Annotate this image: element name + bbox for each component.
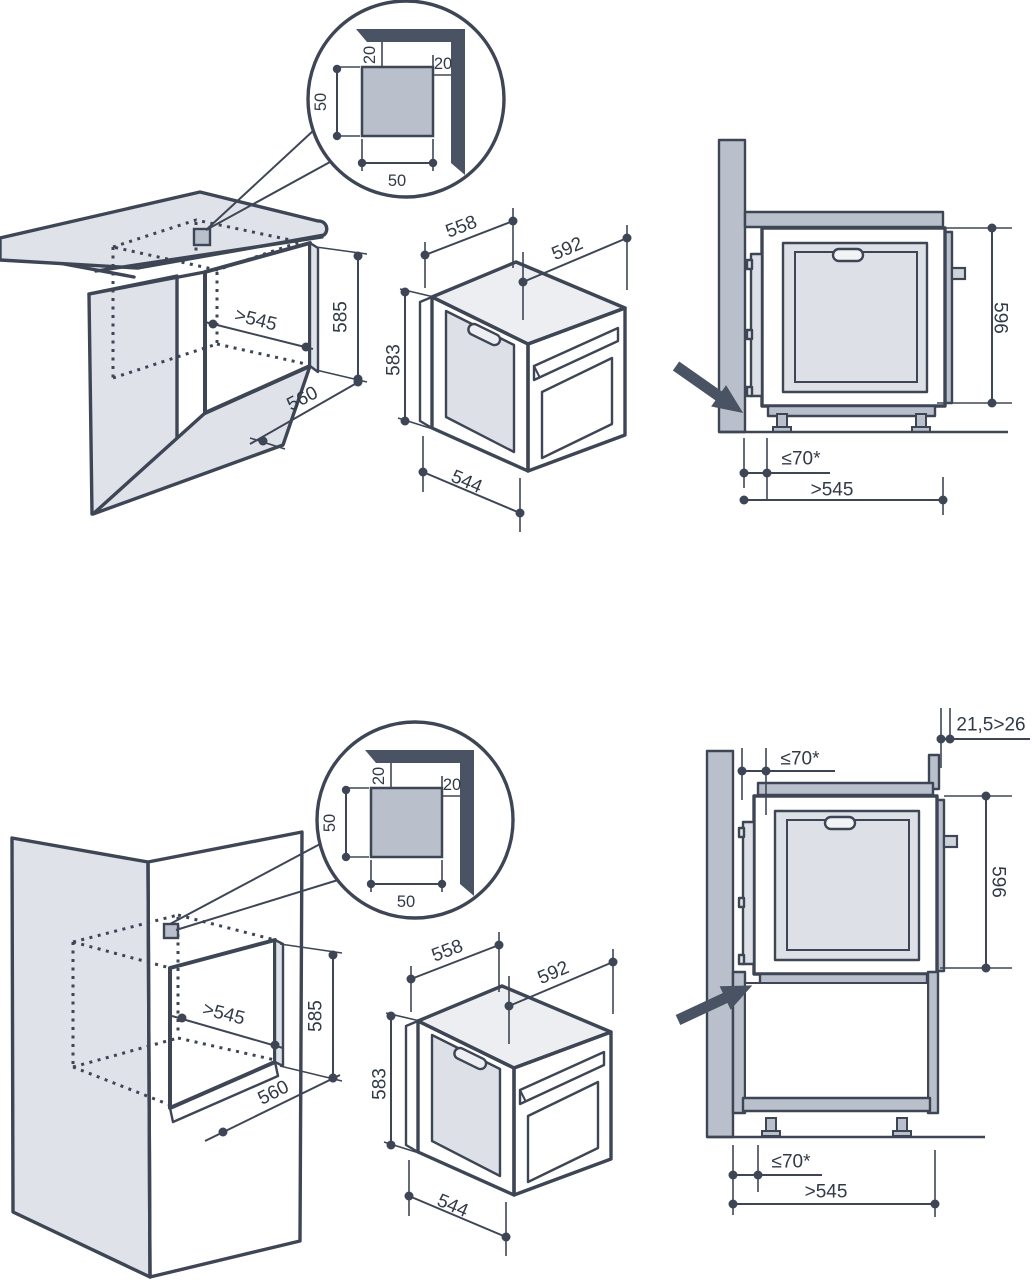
lower-compartment xyxy=(744,982,929,1099)
dim-dot xyxy=(930,1199,940,1209)
dim-dot xyxy=(353,251,363,261)
dim-dot xyxy=(328,950,338,960)
corner-vent-detail-top xyxy=(306,0,506,199)
dim-dot xyxy=(987,398,997,408)
column-niche-view: >545 585 560 xyxy=(10,830,343,1279)
detail-leader-line xyxy=(169,842,323,925)
dim-label-wall-clearance-bottom: ≤70* xyxy=(772,1152,812,1173)
cabinet-bottom-shelf xyxy=(741,1096,932,1113)
dim-label-min-depth: >545 xyxy=(811,480,854,501)
dim-label-rear-clearance: 21,5>26 xyxy=(956,715,1025,736)
dim-label-niche-depth: 560 xyxy=(255,1076,293,1109)
dim-label-wall-clearance-top: ≤70* xyxy=(781,749,821,770)
dim-dot xyxy=(762,468,772,478)
niche-hidden-edge xyxy=(72,1036,179,1069)
oven-isometric-top xyxy=(381,206,634,534)
dim-dot xyxy=(301,342,311,352)
undercounter-niche-view: >545 585 560 xyxy=(0,129,368,516)
dim-dot xyxy=(981,963,991,973)
niche-hidden-top xyxy=(107,218,306,272)
dim-dot xyxy=(328,1073,338,1083)
dim-dot xyxy=(938,495,948,505)
dim-dot xyxy=(258,436,268,446)
undercounter-installation: >545 585 560 xyxy=(0,0,1012,534)
niche-hidden-edge xyxy=(177,913,276,942)
dim-dot xyxy=(270,1040,280,1050)
dim-dot xyxy=(753,1170,763,1180)
cabinet-leg-front xyxy=(761,1117,781,1137)
dim-dot xyxy=(728,1170,738,1180)
worktop-thickness-line xyxy=(94,235,324,273)
dim-label-side-height: 596 xyxy=(989,302,1010,334)
dim-label-wall-clearance: ≤70* xyxy=(782,449,822,470)
dim-dot xyxy=(728,1199,738,1209)
undercounter-side-view: 596 ≤70* >545 xyxy=(668,138,1012,515)
dim-label-niche-height: 585 xyxy=(331,301,352,333)
dim-dot xyxy=(177,1013,187,1023)
dim-dot xyxy=(987,223,997,233)
niche-hidden-edge xyxy=(72,913,179,944)
detail-leader-line xyxy=(205,129,315,231)
dim-dot xyxy=(739,495,749,505)
vent-cutout-marker xyxy=(192,227,212,247)
dim-dot xyxy=(936,734,946,744)
cabinet-top-rail xyxy=(87,270,207,296)
vent-cutout-marker xyxy=(162,922,180,940)
dim-dot xyxy=(739,468,749,478)
wall xyxy=(717,138,747,434)
wall xyxy=(705,749,735,1139)
dim-dot xyxy=(981,791,991,801)
dim-dot xyxy=(945,734,955,744)
worktop xyxy=(743,210,945,229)
column-side-face xyxy=(10,836,152,1279)
cabinet-top-shelf xyxy=(756,781,935,797)
dim-label-niche-height: 585 xyxy=(306,1000,327,1032)
dim-dot xyxy=(737,766,747,776)
niche-hidden-edge xyxy=(72,1065,171,1107)
dim-dot xyxy=(208,319,218,329)
dim-line-niche-width xyxy=(171,1015,284,1049)
dim-line-niche-depth xyxy=(204,1074,341,1142)
cabinet-rear-rail-bottom xyxy=(926,970,940,1115)
oven-side-profile-bottom xyxy=(737,794,959,986)
dim-label-side-height: 596 xyxy=(987,866,1008,898)
niche-hidden-edge xyxy=(112,342,218,380)
cabinet-leg-rear xyxy=(892,1117,912,1137)
dim-line-niche-width xyxy=(204,321,314,350)
dim-dot xyxy=(353,377,363,387)
oven-isometric-bottom xyxy=(367,930,620,1258)
detail-leader-line xyxy=(205,161,331,231)
column-side-view: ≤70* 21,5>26 596 ≤70* xyxy=(672,708,1030,1217)
oven-side-profile-top xyxy=(745,226,967,418)
dim-line-niche-depth xyxy=(249,379,363,445)
dim-label-min-depth: >545 xyxy=(805,1182,848,1203)
column-installation: >545 585 560 xyxy=(10,708,1030,1279)
column-front-face xyxy=(146,830,304,1279)
dim-dot xyxy=(218,1127,228,1137)
niche-side-return xyxy=(308,241,320,374)
corner-vent-detail-bottom xyxy=(315,720,515,920)
detail-leader-line xyxy=(175,879,339,931)
dim-dot xyxy=(761,766,771,776)
